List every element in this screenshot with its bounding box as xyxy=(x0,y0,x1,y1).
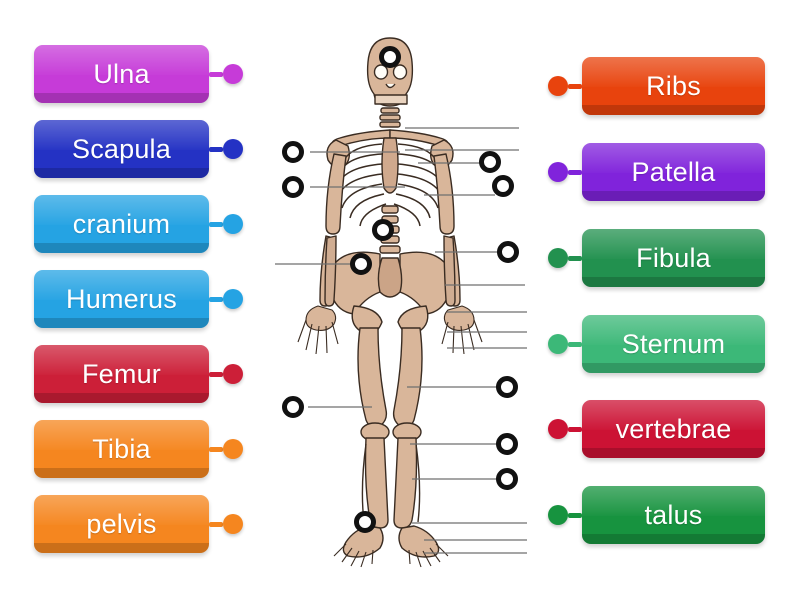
drop-target-left-foot[interactable] xyxy=(354,511,376,533)
label-card-fibula[interactable]: Fibula xyxy=(548,229,765,287)
label-pill-femur[interactable]: Femur xyxy=(34,345,209,403)
label-connector-talus[interactable] xyxy=(548,486,582,544)
connector-stem xyxy=(568,83,582,89)
label-pill-humerus[interactable]: Humerus xyxy=(34,270,209,328)
label-connector-humerus[interactable] xyxy=(209,270,243,328)
label-text: Tibia xyxy=(92,433,151,464)
skeleton-diagram xyxy=(262,20,538,580)
connector-stem xyxy=(209,446,223,452)
drop-target-right-upper-2[interactable] xyxy=(492,175,514,197)
connector-knob[interactable] xyxy=(223,364,243,384)
connector-knob[interactable] xyxy=(548,76,568,96)
label-text: Ribs xyxy=(646,70,701,101)
connector-knob[interactable] xyxy=(223,514,243,534)
label-pill-patella[interactable]: Patella xyxy=(582,143,765,201)
label-card-vertebrae[interactable]: vertebrae xyxy=(548,400,765,458)
connector-knob[interactable] xyxy=(548,419,568,439)
connector-stem xyxy=(209,146,223,152)
connector-knob[interactable] xyxy=(548,162,568,182)
label-pill-pelvis[interactable]: pelvis xyxy=(34,495,209,553)
label-connector-femur[interactable] xyxy=(209,345,243,403)
label-connector-patella[interactable] xyxy=(548,143,582,201)
label-text: vertebrae xyxy=(615,413,732,444)
label-pill-fibula[interactable]: Fibula xyxy=(582,229,765,287)
label-pill-vertebrae[interactable]: vertebrae xyxy=(582,400,765,458)
label-text: Ulna xyxy=(93,58,150,89)
drop-target-right-shin-2[interactable] xyxy=(496,468,518,490)
connector-knob[interactable] xyxy=(548,248,568,268)
connector-stem xyxy=(568,512,582,518)
connector-knob[interactable] xyxy=(223,139,243,159)
drop-target-left-knee[interactable] xyxy=(282,396,304,418)
label-card-ulna[interactable]: Ulna xyxy=(34,45,243,103)
label-pill-talus[interactable]: talus xyxy=(582,486,765,544)
label-text: Humerus xyxy=(66,283,177,314)
drop-target-pelvis[interactable] xyxy=(350,253,372,275)
connector-stem xyxy=(209,521,223,527)
drop-target-right-thigh[interactable] xyxy=(496,376,518,398)
connector-stem xyxy=(568,169,582,175)
label-connector-cranium[interactable] xyxy=(209,195,243,253)
drop-target-right-shin-1[interactable] xyxy=(496,433,518,455)
connector-stem xyxy=(209,71,223,77)
connector-stem xyxy=(568,341,582,347)
label-connector-scapula[interactable] xyxy=(209,120,243,178)
drop-target-right-upper-1[interactable] xyxy=(479,151,501,173)
label-connector-sternum[interactable] xyxy=(548,315,582,373)
label-card-scapula[interactable]: Scapula xyxy=(34,120,243,178)
label-connector-pelvis[interactable] xyxy=(209,495,243,553)
label-connector-tibia[interactable] xyxy=(209,420,243,478)
label-card-pelvis[interactable]: pelvis xyxy=(34,495,243,553)
drop-target-left-upper-2[interactable] xyxy=(282,176,304,198)
drop-target-right-hip[interactable] xyxy=(497,241,519,263)
label-text: Femur xyxy=(81,358,161,389)
label-card-sternum[interactable]: Sternum xyxy=(548,315,765,373)
connector-stem xyxy=(568,426,582,432)
label-connector-fibula[interactable] xyxy=(548,229,582,287)
skeleton-illustration xyxy=(297,37,483,568)
label-card-humerus[interactable]: Humerus xyxy=(34,270,243,328)
label-connector-ulna[interactable] xyxy=(209,45,243,103)
label-text: talus xyxy=(644,499,703,530)
drop-target-left-upper-1[interactable] xyxy=(282,141,304,163)
connector-knob[interactable] xyxy=(223,64,243,84)
connector-knob[interactable] xyxy=(223,439,243,459)
connector-stem xyxy=(209,296,223,302)
label-text: Sternum xyxy=(621,328,726,359)
connector-knob[interactable] xyxy=(223,289,243,309)
drop-target-skull[interactable] xyxy=(379,46,401,68)
connector-knob[interactable] xyxy=(223,214,243,234)
label-pill-scapula[interactable]: Scapula xyxy=(34,120,209,178)
label-pill-tibia[interactable]: Tibia xyxy=(34,420,209,478)
drop-target-spine[interactable] xyxy=(372,219,394,241)
label-text: Patella xyxy=(631,156,716,187)
label-card-tibia[interactable]: Tibia xyxy=(34,420,243,478)
connector-stem xyxy=(568,255,582,261)
label-pill-cranium[interactable]: cranium xyxy=(34,195,209,253)
label-connector-ribs[interactable] xyxy=(548,57,582,115)
label-connector-vertebrae[interactable] xyxy=(548,400,582,458)
label-text: Fibula xyxy=(636,242,711,273)
label-card-cranium[interactable]: cranium xyxy=(34,195,243,253)
label-text: Scapula xyxy=(72,133,171,164)
label-card-ribs[interactable]: Ribs xyxy=(548,57,765,115)
label-card-patella[interactable]: Patella xyxy=(548,143,765,201)
label-pill-ulna[interactable]: Ulna xyxy=(34,45,209,103)
connector-stem xyxy=(209,371,223,377)
label-text: pelvis xyxy=(86,508,157,539)
label-card-talus[interactable]: talus xyxy=(548,486,765,544)
label-card-femur[interactable]: Femur xyxy=(34,345,243,403)
label-text: cranium xyxy=(72,208,171,239)
label-pill-sternum[interactable]: Sternum xyxy=(582,315,765,373)
label-pill-ribs[interactable]: Ribs xyxy=(582,57,765,115)
connector-stem xyxy=(209,221,223,227)
connector-knob[interactable] xyxy=(548,505,568,525)
connector-knob[interactable] xyxy=(548,334,568,354)
